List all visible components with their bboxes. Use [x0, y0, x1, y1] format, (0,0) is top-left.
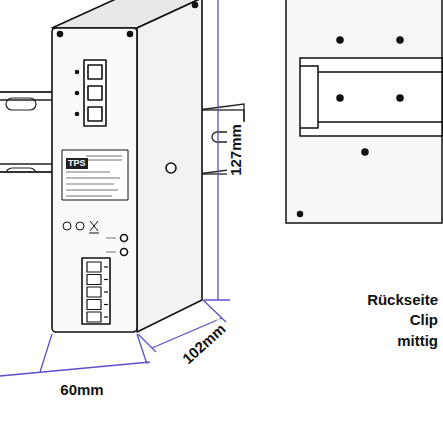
brand-logo: TPS: [66, 158, 88, 169]
dimension-height: 127mm: [227, 122, 245, 178]
dimension-width: 60mm: [58, 381, 105, 399]
rear-view: [286, 0, 442, 223]
rear-view-note: Rückseite Clip mittig: [352, 290, 438, 351]
housing: [52, 0, 202, 332]
dimension-lines: [0, 0, 230, 376]
